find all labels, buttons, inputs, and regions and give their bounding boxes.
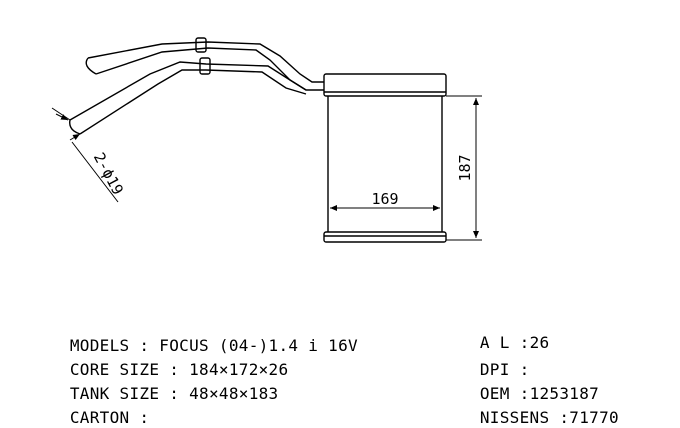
spec-key: OEM	[479, 384, 510, 403]
spec-nissens: NISSENS :71770	[460, 388, 619, 428]
height-dimension	[446, 95, 482, 241]
spec-sep: :	[509, 360, 530, 379]
spec-carton: CARTON :	[50, 388, 159, 428]
spec-key: CORE SIZE	[69, 360, 160, 379]
spec-core-size: CORE SIZE : 184×172×26	[50, 340, 288, 380]
spec-key: NISSENS	[479, 408, 550, 427]
spec-key: CARTON	[69, 408, 130, 427]
spec-models: MODELS : FOCUS (04-)1.4 i 16V	[50, 316, 358, 356]
spec-sep: :	[159, 384, 190, 403]
spec-value: 1253187	[529, 384, 600, 403]
spec-value: 71770	[569, 408, 619, 427]
heater-core-drawing: 169 187 2-ϕ19	[51, 37, 482, 243]
spec-value: FOCUS (04-)1.4 i 16V	[159, 336, 358, 355]
height-dimension-label: 187	[456, 154, 474, 181]
spec-sep: :	[129, 408, 160, 427]
spec-value: 184×172×26	[189, 360, 289, 379]
pipe-diameter-label: 2-ϕ19	[90, 149, 127, 197]
spec-key: TANK SIZE	[69, 384, 160, 403]
spec-key: DPI	[479, 360, 510, 379]
spec-sep: :	[549, 408, 570, 427]
spec-key: A L	[479, 333, 510, 352]
spec-al: A L :26	[460, 313, 549, 353]
spec-tank-size: TANK SIZE : 48×48×183	[50, 364, 279, 404]
spec-sep: :	[159, 360, 190, 379]
spec-sep: :	[509, 384, 530, 403]
pipe-diameter-dimension	[51, 107, 119, 203]
pipes	[69, 37, 324, 135]
core-body	[323, 73, 447, 243]
spec-value: 26	[529, 333, 550, 352]
spec-sep: :	[509, 333, 530, 352]
spec-key: MODELS	[69, 336, 130, 355]
spec-oem: OEM :1253187	[460, 364, 599, 404]
spec-dpi: DPI :	[460, 340, 530, 380]
width-dimension-label: 169	[371, 190, 398, 208]
spec-value: 48×48×183	[189, 384, 279, 403]
spec-sep: :	[129, 336, 160, 355]
